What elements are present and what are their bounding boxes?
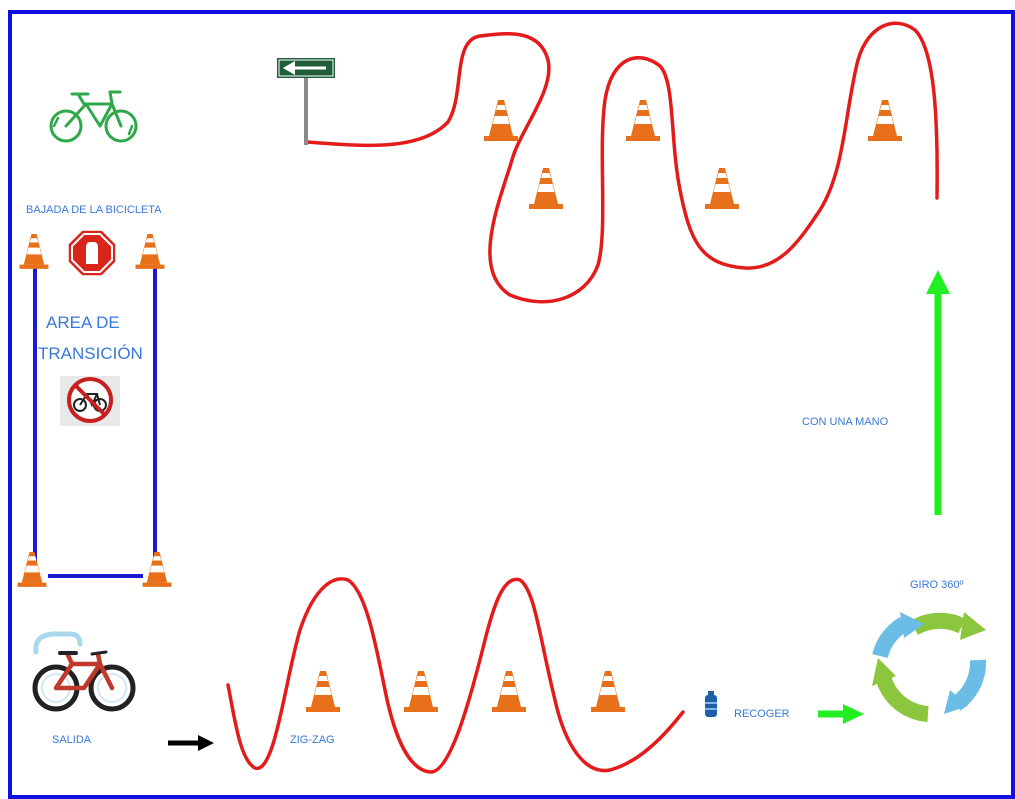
traffic-cone-icon <box>591 671 625 712</box>
traffic-cone-icon <box>306 671 340 712</box>
bottle-icon <box>705 691 717 717</box>
start-label: SALIDA <box>52 734 92 746</box>
one-hand-arrow <box>926 270 950 515</box>
red-bicycle-icon <box>32 631 136 712</box>
traffic-cone-icon <box>19 234 49 269</box>
traffic-cone-icon <box>135 234 165 269</box>
zigzag-path <box>226 577 685 774</box>
direction-sign-icon <box>277 58 335 145</box>
turn-label: GIRO 360º <box>910 579 964 591</box>
traffic-cone-icon <box>404 671 438 712</box>
start-arrow <box>168 735 214 751</box>
rotation-cycle-icon <box>872 612 987 722</box>
transition-lane <box>33 268 157 578</box>
no-bicycles-icon <box>60 376 120 426</box>
transition-title-line1: AREA DE <box>46 313 120 332</box>
traffic-cone-icon <box>529 168 563 209</box>
traffic-cone-icon <box>484 100 518 141</box>
upper-slalom-path <box>305 21 939 304</box>
pickup-arrow <box>818 704 864 724</box>
stop-sign-icon <box>67 229 117 277</box>
traffic-cone-icon <box>626 100 660 141</box>
traffic-cone-icon <box>492 671 526 712</box>
pickup-label: RECOGER <box>734 708 790 720</box>
traffic-cone-icon <box>142 552 172 587</box>
diagram-border <box>8 10 1015 799</box>
transition-title-line2: TRANSICIÓN <box>38 344 143 363</box>
traffic-cone-icon <box>17 552 47 587</box>
dismount-label: BAJADA DE LA BICICLETA <box>26 204 162 216</box>
one-hand-label: CON UNA MANO <box>802 416 889 428</box>
traffic-cone-icon <box>868 100 902 141</box>
traffic-cone-icon <box>705 168 739 209</box>
zigzag-label: ZIG-ZAG <box>290 734 335 746</box>
green-bicycle-icon <box>49 90 138 143</box>
